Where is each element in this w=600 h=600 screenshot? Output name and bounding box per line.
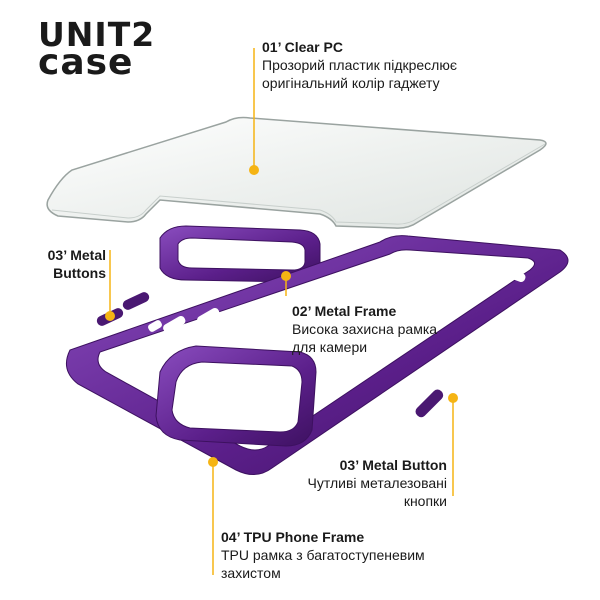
metal-buttons-line2: Buttons	[53, 265, 106, 281]
metal-button-desc-line1: Чутливі металезовані	[307, 475, 447, 491]
metal-button-right	[415, 389, 444, 418]
callout-dot-metal-buttons	[105, 311, 115, 321]
clear-pc-desc-line2: оригінальний колір гаджету	[262, 75, 440, 91]
tpu-frame-title: 04’ TPU Phone Frame	[221, 529, 365, 545]
leader-lines	[109, 48, 454, 575]
callout-dots	[105, 165, 458, 467]
metal-frame-desc-line2: для камери	[292, 339, 368, 355]
tpu-frame-desc-line2: захистом	[221, 565, 281, 581]
metal-frame-title: 02’ Metal Frame	[292, 303, 397, 319]
brand-logo-line2: case	[38, 42, 134, 83]
tpu-phone-frame	[65, 235, 569, 475]
annotation-metal-button: 03’ Metal Button Чутливі металезовані кн…	[280, 456, 447, 510]
annotation-metal-frame: 02’ Metal Frame Висока захисна рамка для…	[292, 302, 437, 356]
callout-dot-tpu-frame	[208, 457, 218, 467]
camera-metal-frame	[159, 225, 321, 283]
callout-dot-clear-pc	[249, 165, 259, 175]
metal-buttons-line1: 03’ Metal	[47, 247, 106, 263]
callout-dot-metal-frame	[281, 271, 291, 281]
clear-pc-plate	[46, 116, 547, 229]
metal-frame-desc-line1: Висока захисна рамка	[292, 321, 438, 337]
metal-button-desc-line2: кнопки	[403, 493, 447, 509]
annotation-clear-pc: 01’ Clear PC Прозорий пластик підкреслює…	[262, 38, 457, 92]
clear-pc-desc-line1: Прозорий пластик підкреслює	[262, 57, 457, 73]
annotation-tpu-frame: 04’ TPU Phone Frame TPU рамка з багатост…	[221, 528, 425, 582]
callout-dot-metal-button	[448, 393, 458, 403]
brand-logo-line1: UNIT2	[38, 15, 156, 54]
metal-button-title: 03’ Metal Button	[339, 457, 447, 473]
tpu-frame-desc-line1: TPU рамка з багатоступеневим	[221, 547, 425, 563]
metal-buttons-left	[96, 292, 150, 326]
annotation-metal-buttons: 03’ Metal Buttons	[22, 246, 106, 282]
clear-pc-title: 01’ Clear PC	[262, 39, 343, 55]
